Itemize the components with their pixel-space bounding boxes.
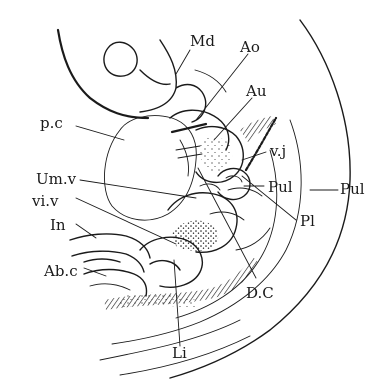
- label-pl: Pl: [300, 212, 315, 230]
- label-umv: Um.v: [36, 170, 77, 188]
- label-ao: Ao: [239, 38, 260, 56]
- label-au: Au: [245, 82, 267, 100]
- lung-structures: [200, 169, 250, 200]
- heart-structures: [170, 110, 243, 182]
- label-vj: v.j: [269, 142, 286, 160]
- label-pul-inner: Pul: [268, 178, 293, 196]
- labels: Md Ao Au p.c v.j Um.v Pul Pul vi.v Pl In…: [31, 32, 365, 362]
- label-abc: Ab.c: [43, 262, 78, 280]
- abdominal-cavity: [104, 256, 258, 310]
- pericardial-region: [104, 116, 196, 220]
- intestine: [70, 234, 150, 296]
- label-in: In: [50, 216, 66, 234]
- label-pul-outer: Pul: [340, 180, 365, 198]
- label-dc: D.C: [246, 284, 274, 302]
- label-viv: vi.v: [31, 192, 59, 210]
- label-md: Md: [190, 32, 215, 50]
- label-pc: p.c: [40, 114, 63, 132]
- label-li: Li: [172, 344, 187, 362]
